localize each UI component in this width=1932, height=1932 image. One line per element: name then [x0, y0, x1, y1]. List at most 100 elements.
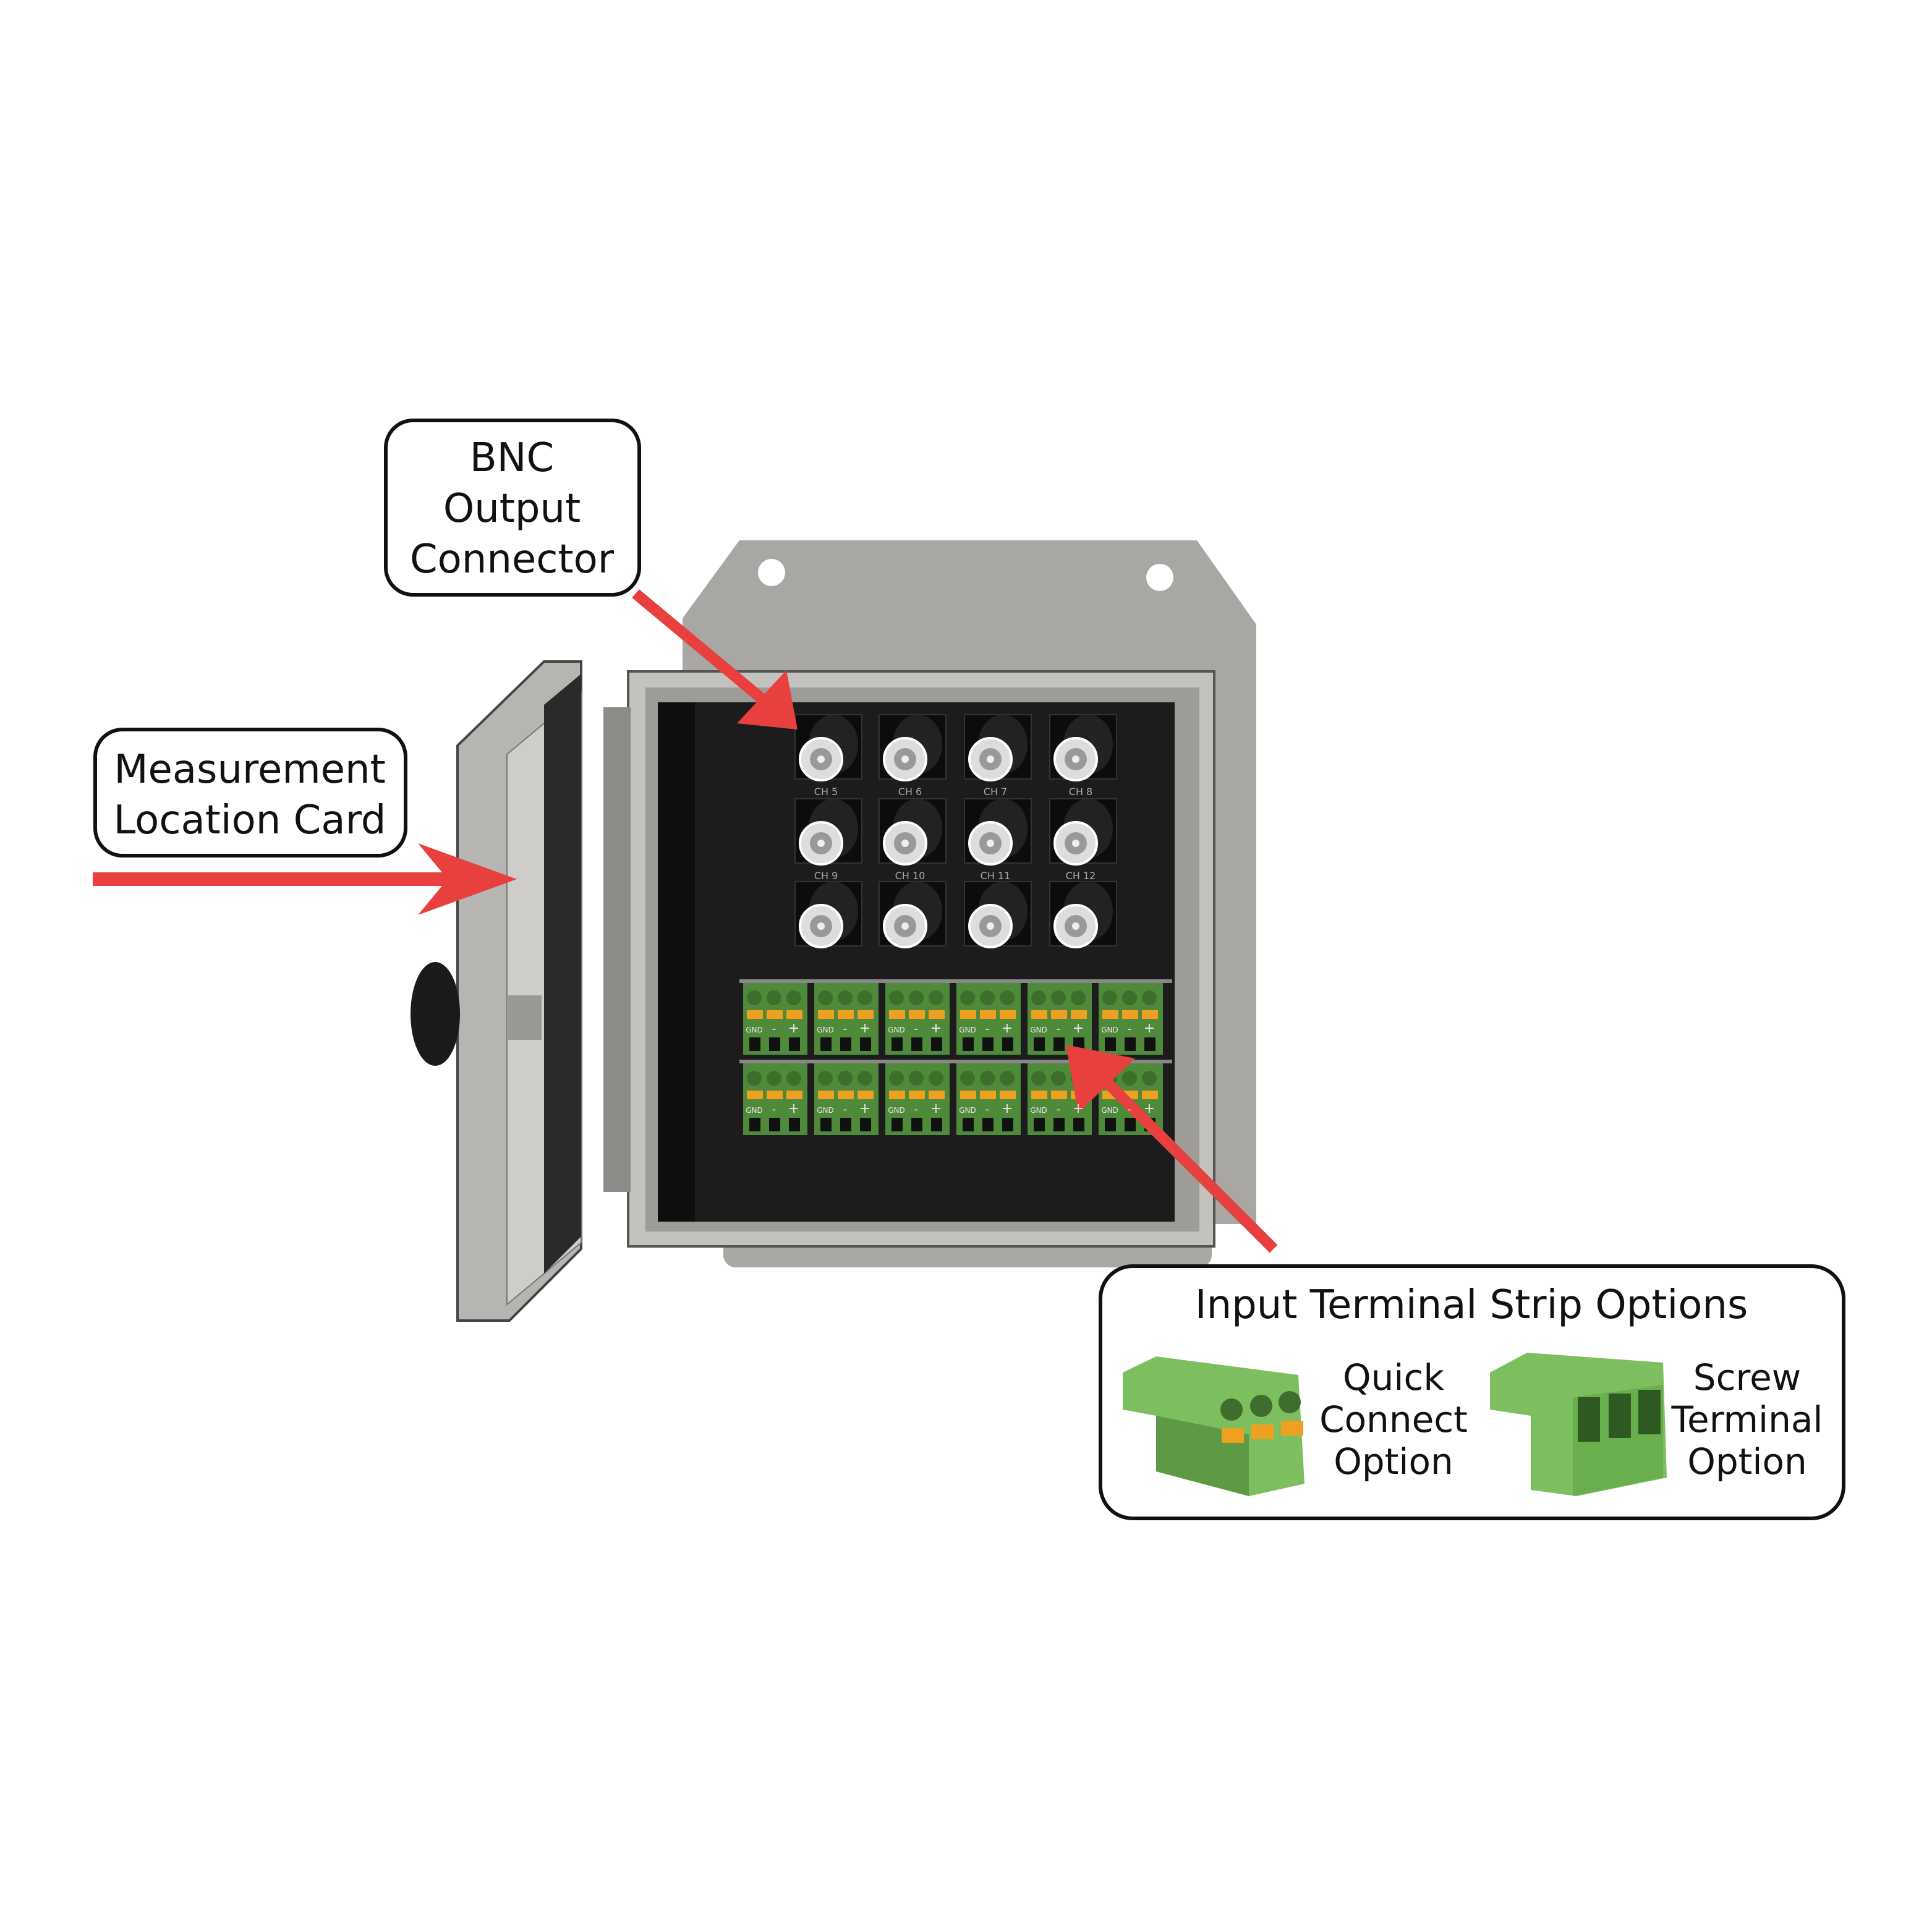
bnc-connector[interactable]	[879, 798, 947, 866]
door-latch-bracket	[507, 995, 542, 1040]
terminal-minus-label: -	[843, 1023, 848, 1036]
terminal-block[interactable]	[956, 983, 1021, 1055]
terminal-gnd-label: GND	[888, 1106, 905, 1115]
bnc-connector[interactable]	[794, 714, 862, 781]
card-callout: Measurement Location Card	[93, 728, 407, 857]
bnc-callout-line: Output	[443, 486, 581, 532]
terminal-minus-label: -	[1057, 1103, 1061, 1116]
quick-option-line: Option	[1334, 1440, 1453, 1483]
terminal-block[interactable]	[814, 1063, 879, 1135]
terminal-minus-label: -	[1057, 1023, 1061, 1036]
terminal-gnd-label: GND	[1101, 1026, 1118, 1034]
bnc-connector[interactable]	[964, 881, 1032, 948]
terminal-minus-label: -	[985, 1023, 990, 1036]
bnc-connector-grid: CH 5 CH 6 CH 7 CH 8 CH 9 CH 10 CH 11 CH 12	[794, 714, 1117, 948]
terminal-block[interactable]	[743, 983, 807, 1055]
bnc-channel-label: CH 7	[984, 786, 1007, 798]
terminal-block[interactable]	[956, 1063, 1021, 1135]
terminal-gnd-label: GND	[1030, 1026, 1047, 1034]
bnc-arrow	[632, 589, 798, 730]
door-inner-channel	[544, 674, 581, 1274]
terminal-gnd-label: GND	[746, 1106, 763, 1115]
bnc-channel-label: CH 11	[981, 870, 1011, 882]
terminal-block[interactable]	[885, 1063, 950, 1135]
bnc-channel-label: CH 5	[814, 786, 838, 798]
bnc-channel-label: CH 10	[895, 870, 926, 882]
door-latch-knob[interactable]	[411, 962, 460, 1066]
bnc-connector[interactable]	[1049, 798, 1117, 866]
terminal-plus-label: +	[859, 1021, 870, 1036]
terminal-gnd-label: GND	[959, 1106, 976, 1115]
terminal-block[interactable]	[885, 983, 950, 1055]
terminal-strip-grid	[739, 979, 1172, 1135]
terminal-minus-label: -	[1128, 1023, 1132, 1036]
card-arrow	[93, 843, 517, 915]
terminal-block[interactable]	[1099, 983, 1163, 1055]
terminal-plus-label: +	[1144, 1101, 1155, 1117]
bnc-callout-line: BNC	[470, 435, 554, 481]
quick-connect-terminal-image	[1123, 1356, 1304, 1496]
card-callout-line: Location Card	[114, 798, 386, 843]
mounting-hole	[758, 559, 785, 586]
terminal-callout: Input Terminal Strip Options Quick Conne…	[1099, 1264, 1845, 1520]
bnc-channel-label: CH 8	[1069, 786, 1092, 798]
bnc-connector[interactable]	[794, 798, 862, 866]
din-rail	[739, 1060, 1172, 1063]
quick-option-line: Quick	[1343, 1356, 1444, 1398]
bnc-callout-line: Connector	[410, 537, 615, 582]
terminal-block[interactable]	[814, 983, 879, 1055]
bnc-connector[interactable]	[879, 714, 947, 781]
bnc-connector[interactable]	[794, 881, 862, 948]
screw-option-line: Screw	[1693, 1356, 1801, 1398]
terminal-plus-label: +	[788, 1021, 799, 1036]
terminal-block[interactable]	[1028, 983, 1092, 1055]
terminal-plus-label: +	[788, 1101, 799, 1117]
bnc-connector[interactable]	[964, 714, 1032, 781]
terminal-minus-label: -	[843, 1103, 848, 1116]
terminal-minus-label: -	[914, 1023, 919, 1036]
card-callout-line: Measurement	[114, 747, 385, 793]
panel-side-shadow	[658, 702, 695, 1222]
terminal-plus-label: +	[930, 1101, 942, 1117]
terminal-plus-label: +	[1144, 1021, 1155, 1036]
terminal-gnd-label: GND	[817, 1106, 834, 1115]
bnc-channel-label: CH 6	[898, 786, 922, 798]
bnc-connector[interactable]	[1049, 881, 1117, 948]
bnc-channel-label: CH 12	[1066, 870, 1096, 882]
terminal-minus-label: -	[772, 1103, 777, 1116]
screw-terminal-image	[1490, 1353, 1667, 1496]
terminal-minus-label: -	[1128, 1103, 1132, 1116]
screw-option-line: Option	[1687, 1440, 1807, 1483]
terminal-gnd-label: GND	[1101, 1106, 1118, 1115]
terminal-minus-label: -	[914, 1103, 919, 1116]
din-rail	[739, 979, 1172, 983]
terminal-minus-label: -	[772, 1023, 777, 1036]
terminal-gnd-label: GND	[959, 1026, 976, 1034]
bnc-connector[interactable]	[1049, 714, 1117, 781]
terminal-plus-label: +	[1002, 1101, 1013, 1117]
terminal-callout-title: Input Terminal Strip Options	[1195, 1282, 1748, 1328]
terminal-label-layer: GND-+GND-+GND-+GND-+GND-+GND-+GND-+GND-+…	[746, 1021, 1155, 1117]
terminal-plus-label: +	[1073, 1021, 1084, 1036]
bnc-channel-label: CH 9	[814, 870, 838, 882]
terminal-plus-label: +	[1073, 1101, 1084, 1117]
terminal-plus-label: +	[1002, 1021, 1013, 1036]
back-panel	[658, 702, 1175, 1222]
quick-option-line: Connect	[1319, 1398, 1468, 1440]
terminal-block[interactable]	[743, 1063, 807, 1135]
terminal-minus-label: -	[985, 1103, 990, 1116]
bnc-callout: BNC Output Connector	[384, 419, 641, 597]
terminal-plus-label: +	[859, 1101, 870, 1117]
hinge	[603, 707, 631, 1192]
screw-option-line: Terminal	[1670, 1398, 1823, 1440]
terminal-arrow	[1066, 1045, 1278, 1253]
terminal-plus-label: +	[930, 1021, 942, 1036]
terminal-gnd-label: GND	[746, 1026, 763, 1034]
mounting-hole	[1146, 564, 1173, 591]
terminal-gnd-label: GND	[1030, 1106, 1047, 1115]
bnc-connector[interactable]	[879, 881, 947, 948]
bnc-connector[interactable]	[964, 798, 1032, 866]
terminal-gnd-label: GND	[888, 1026, 905, 1034]
